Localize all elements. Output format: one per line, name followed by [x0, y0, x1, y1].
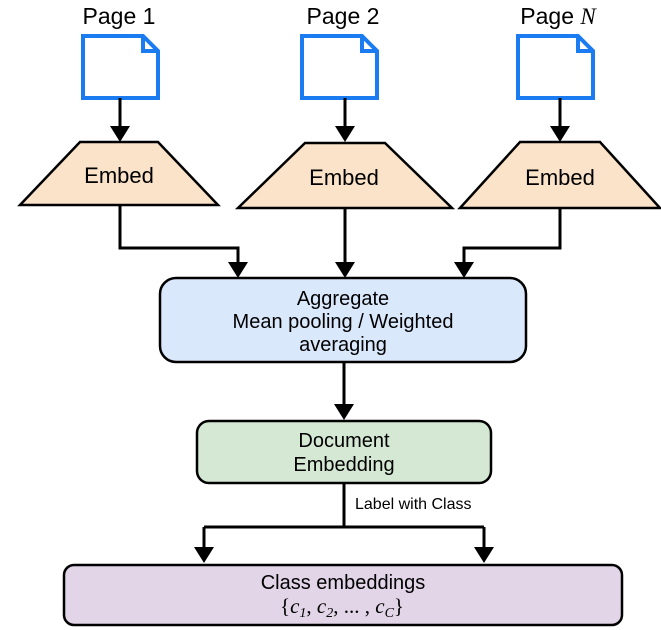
embed-block-2: Embed — [234, 141, 456, 210]
arrow-document-to-class-embeddings — [194, 483, 494, 563]
arrow-embed-n-to-aggregate — [454, 208, 562, 278]
aggregate-method-cont: averaging — [299, 334, 387, 356]
page-1-label: Page 1 — [83, 3, 156, 29]
page-2-label: Page 2 — [307, 3, 380, 29]
arrow-page-2-to-embed — [335, 98, 355, 142]
arrow-page-1-to-embed — [110, 98, 130, 142]
class-embeddings-title: Class embeddings — [261, 572, 426, 594]
page-1-document-icon — [81, 34, 160, 100]
arrow-embed-1-to-aggregate — [118, 205, 248, 278]
embed-block-n: Embed — [457, 140, 661, 210]
embed-label-2: Embed — [309, 165, 379, 190]
arrow-aggregate-to-document — [334, 362, 354, 420]
class-embeddings-box: Class embeddings {c1, c2, ... , cC} — [62, 563, 624, 627]
document-embedding-line2: Embedding — [293, 454, 394, 476]
embed-label-1: Embed — [84, 163, 154, 188]
label-with-class-edge-label: Label with Class — [355, 496, 472, 513]
embed-block-1: Embed — [17, 140, 221, 207]
page-n-label: Page N — [520, 3, 597, 29]
arrow-page-n-to-embed — [550, 98, 570, 142]
aggregate-title: Aggregate — [297, 288, 389, 310]
aggregate-method: Mean pooling / Weighted — [233, 311, 454, 333]
arrow-embed-2-to-aggregate — [335, 208, 355, 278]
page-2-document-icon — [300, 34, 379, 100]
aggregate-box: Aggregate Mean pooling / Weighted averag… — [158, 276, 528, 364]
class-embeddings-set: {c1, c2, ... , cC} — [280, 594, 404, 621]
document-embedding-line1: Document — [298, 430, 390, 452]
document-embedding-box: Document Embedding — [195, 419, 493, 485]
embed-label-n: Embed — [525, 165, 595, 190]
page-n-document-icon — [516, 34, 595, 100]
